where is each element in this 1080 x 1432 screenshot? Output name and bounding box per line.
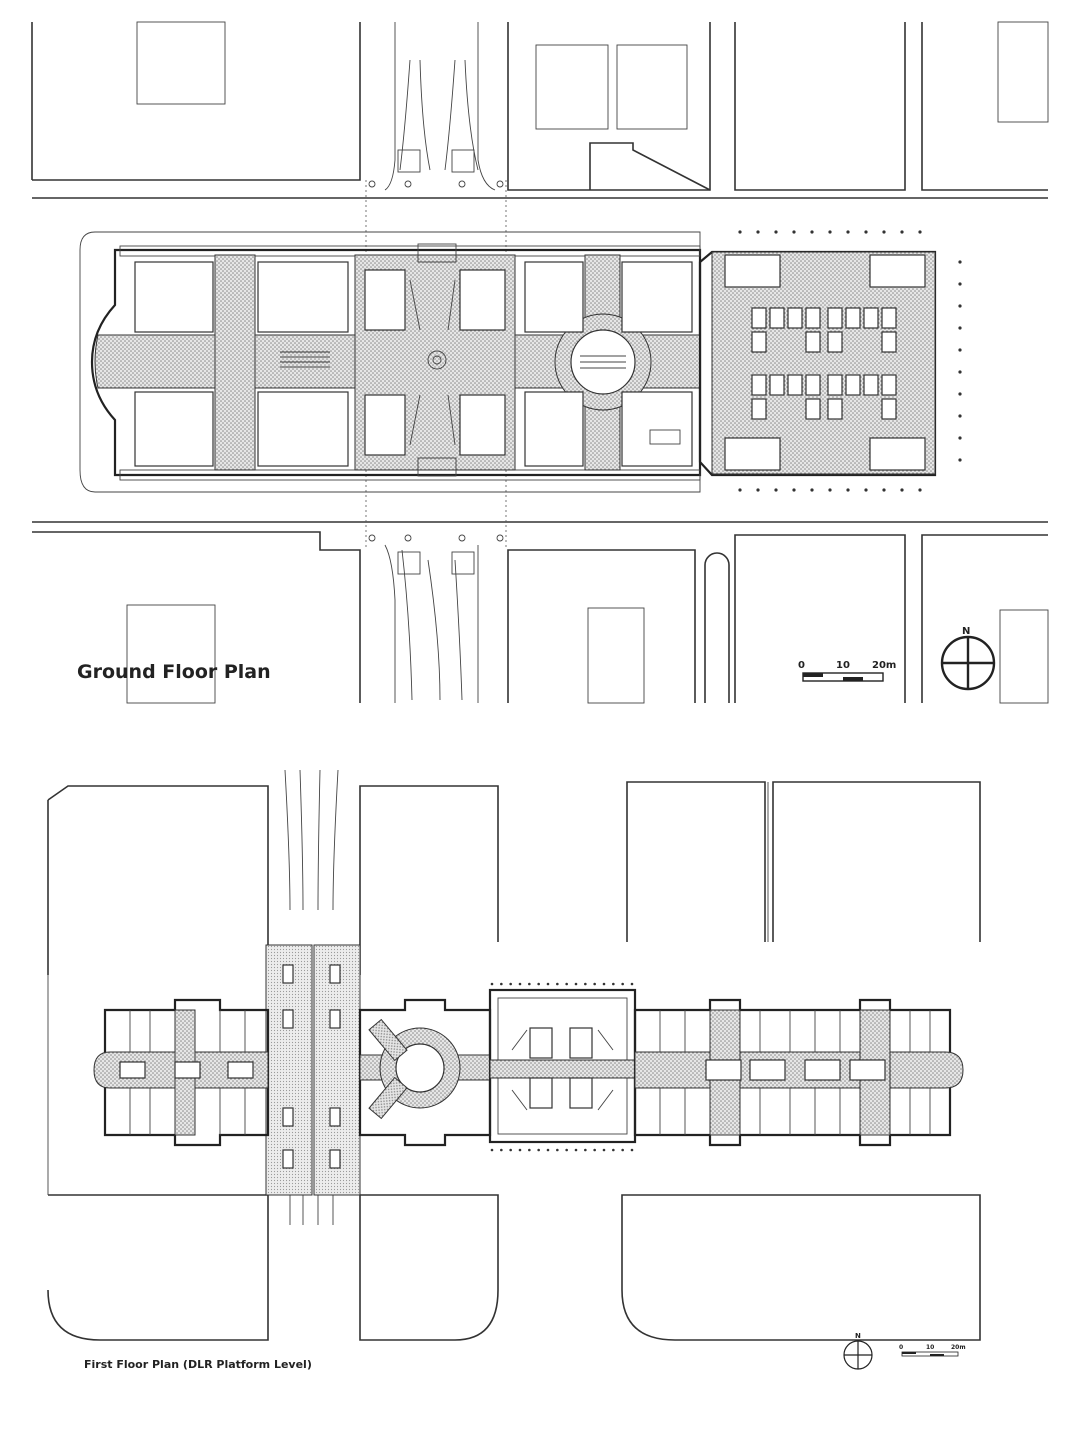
ground-station-building bbox=[79, 230, 962, 493]
first-scale-label-10: 10 bbox=[926, 1344, 934, 1351]
first-station-building bbox=[93, 982, 964, 1152]
first-floor-plan: First Floor Plan (DLR Platform Level) N … bbox=[47, 769, 981, 1371]
first-scale-bar: 0 10 20m bbox=[899, 1344, 966, 1357]
first-scale-label-20: 20m bbox=[951, 1344, 966, 1351]
first-floor-title: First Floor Plan (DLR Platform Level) bbox=[84, 1358, 312, 1371]
ground-surrounding-blocks bbox=[31, 21, 1049, 704]
first-north-arrow-icon: N bbox=[843, 1332, 873, 1370]
ground-north-arrow-icon: N bbox=[940, 626, 996, 691]
ground-scale-label-0: 0 bbox=[798, 660, 805, 671]
first-scale-label-0: 0 bbox=[899, 1344, 903, 1351]
first-north-label: N bbox=[855, 1332, 861, 1340]
first-surrounding-blocks bbox=[47, 769, 981, 1341]
ground-scale-label-10: 10 bbox=[836, 660, 850, 671]
ground-floor-title: Ground Floor Plan bbox=[77, 661, 271, 683]
ground-scale-label-20: 20m bbox=[872, 660, 896, 671]
ground-floor-plan: Ground Floor Plan 0 10 20m N bbox=[31, 21, 1049, 704]
ground-north-label: N bbox=[962, 626, 970, 637]
ground-scale-bar: 0 10 20m bbox=[798, 660, 896, 682]
